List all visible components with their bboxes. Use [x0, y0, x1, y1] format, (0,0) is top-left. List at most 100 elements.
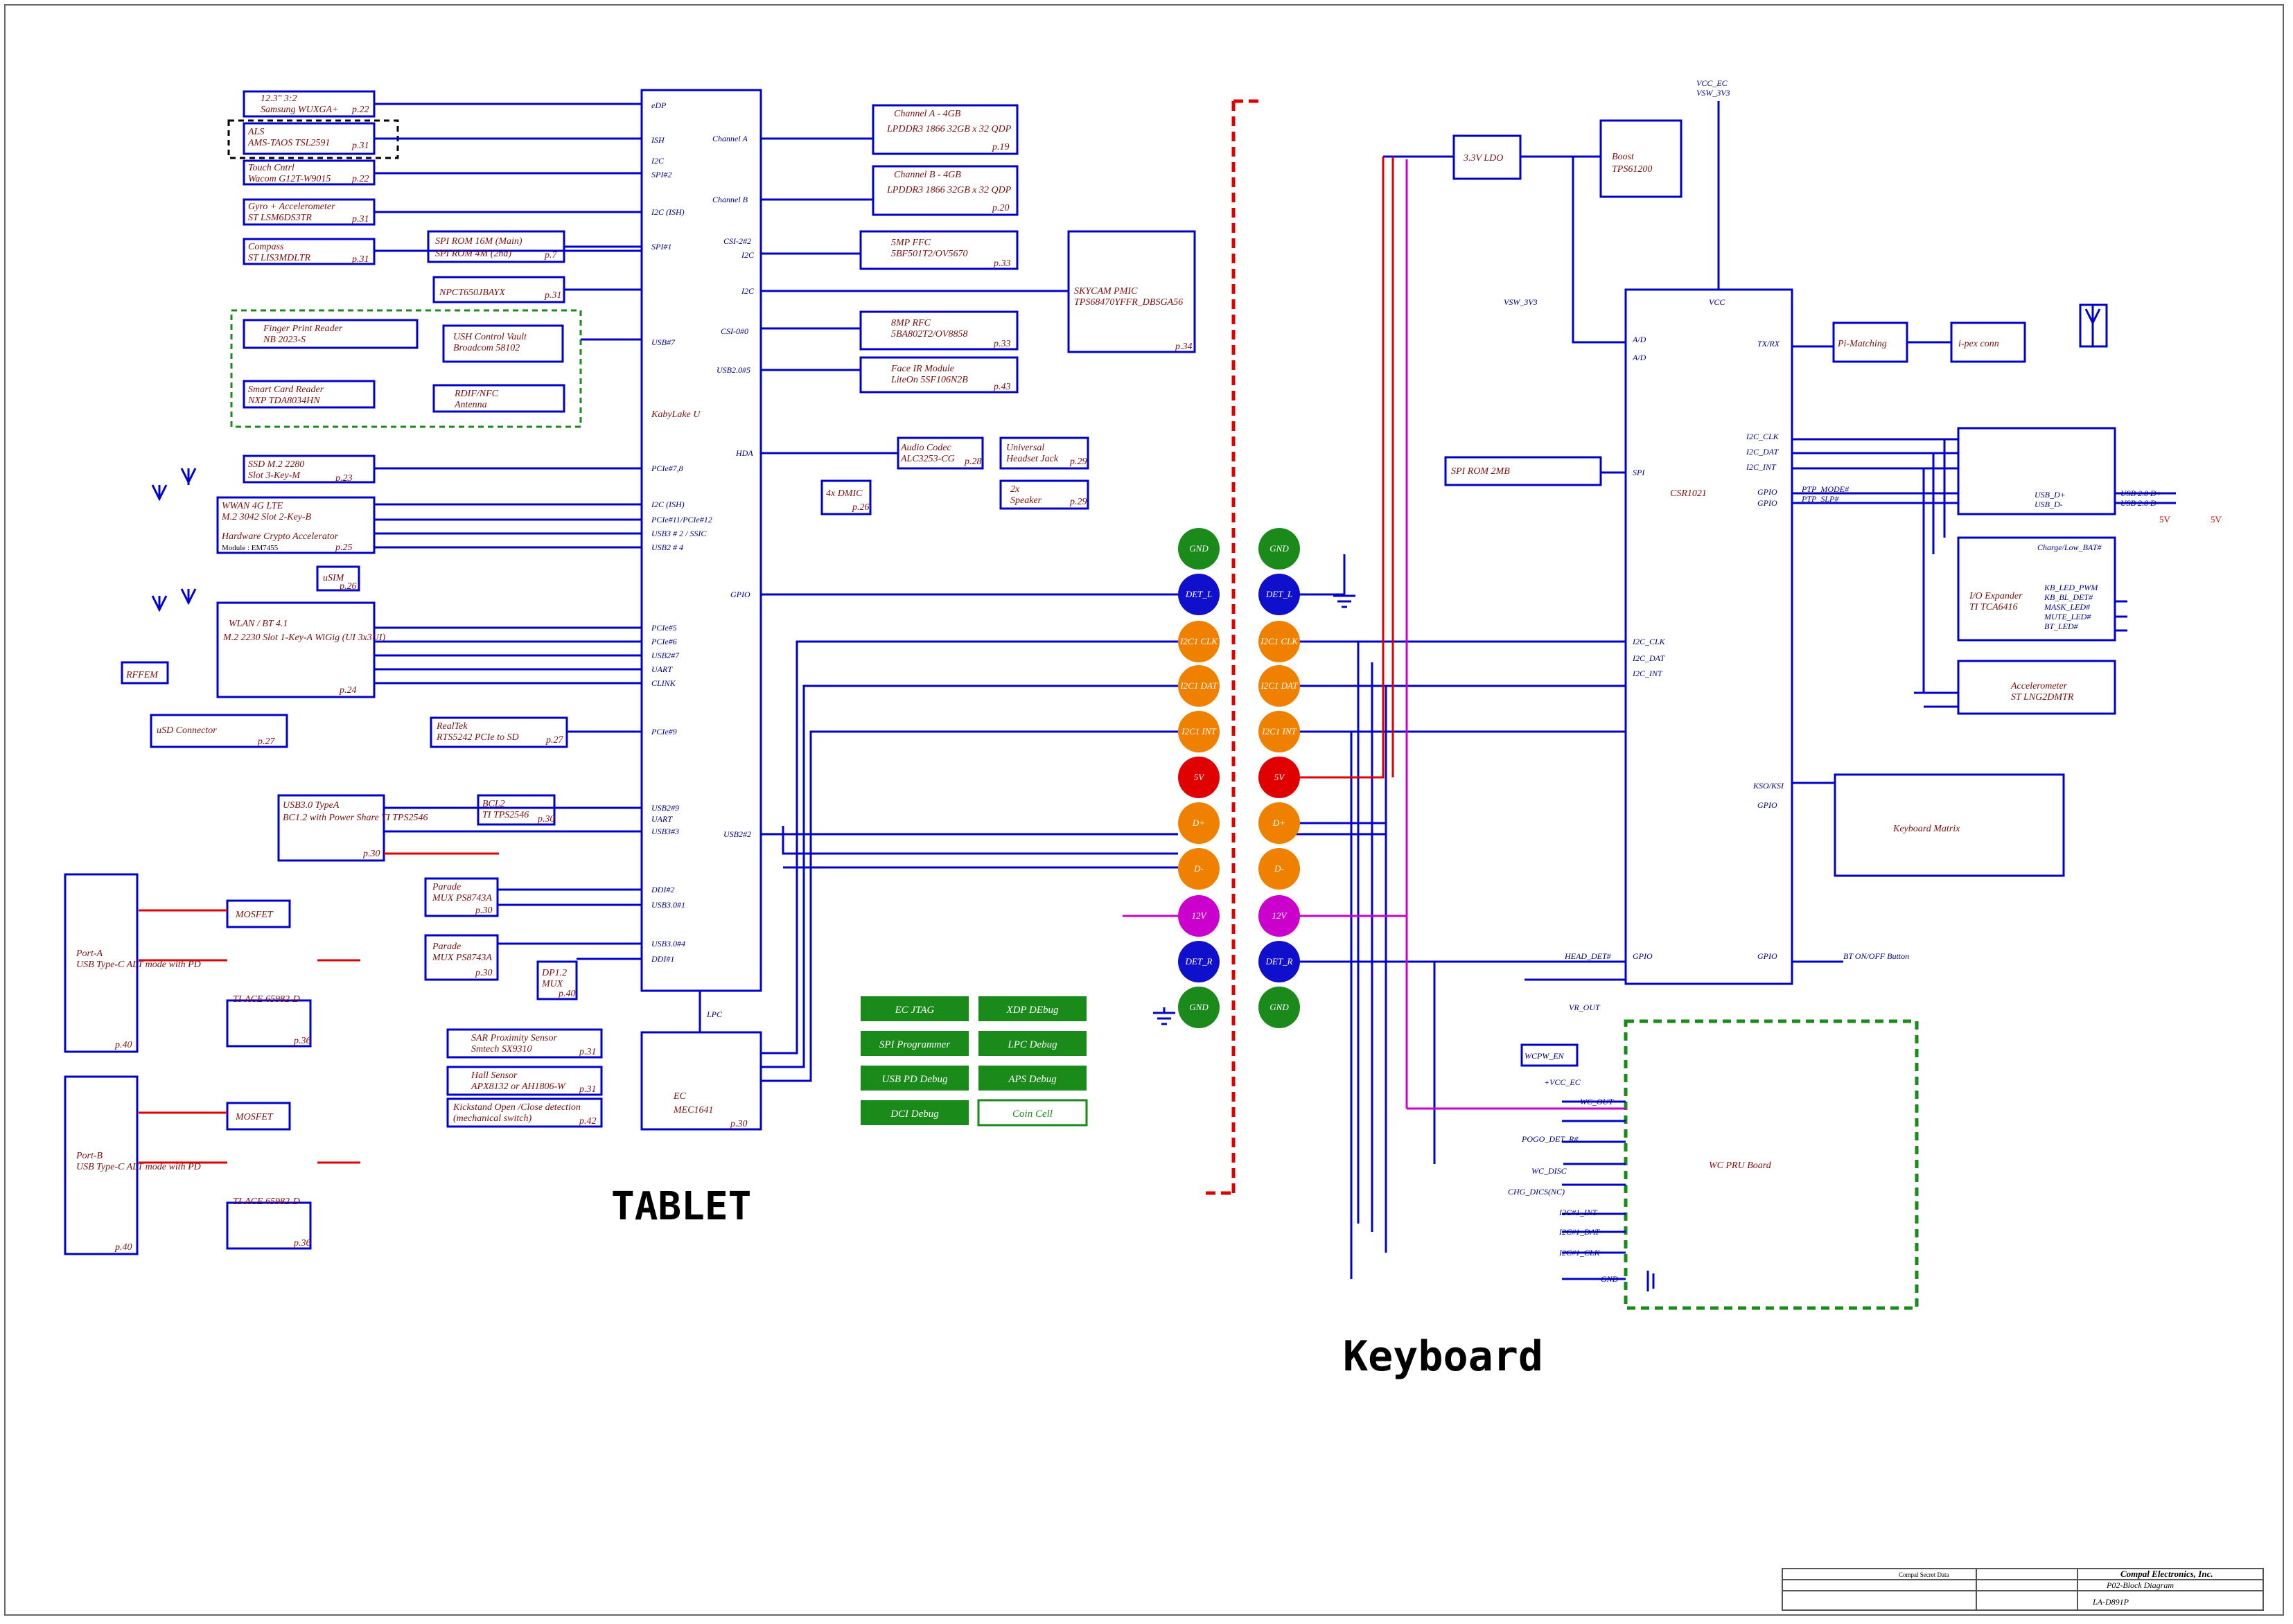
pin-l-3: I2C1 DAT	[1179, 680, 1218, 691]
lb-19-sub: BC1.2 with Power Share TI TPS2546	[283, 813, 428, 823]
rb-3-page: p.34	[1175, 342, 1193, 352]
lb-22-sub: MUX PS8743A	[432, 953, 492, 963]
lb-1-sub: AMS-TAOS TSL2591	[247, 138, 330, 148]
soc-pin-2: I2C	[651, 156, 665, 166]
csr-l-5: I2C_INT	[1632, 669, 1663, 678]
lb-0-title: 12.3" 3:2	[261, 94, 297, 104]
pin-l-10: GND	[1189, 1002, 1209, 1012]
rb-2-sub: 5BF501T2/OV5670	[891, 249, 967, 259]
soc-pin-3: SPI#2	[651, 170, 671, 179]
soc-pin-31: USB2.0#5	[717, 365, 750, 375]
wc-pin-6: CHG_DICS(NC)	[1508, 1187, 1565, 1197]
kb-5-sub: TI TCA6416	[1969, 602, 2018, 612]
pin-l-1: DET_L	[1185, 589, 1212, 599]
soc-pin-28: I2C	[741, 250, 755, 260]
debug-2: SPI Programmer	[879, 1039, 951, 1050]
lb-15-sub: M.2 2230 Slot 1-Key-A WiGig (UI 3x3UI)	[222, 633, 386, 643]
soc-pin-11: USB2 # 4	[651, 542, 683, 552]
rb-7-sub: Headset Jack	[1005, 454, 1059, 464]
ec-sub: MEC1641	[673, 1105, 714, 1115]
soc-pin-23: USB3.0#4	[651, 939, 685, 948]
soc-pin-18: USB2#9	[651, 803, 679, 813]
kb-misc-11: MASK_LED#	[2044, 602, 2091, 612]
lb-30-sub: (mechanical switch)	[453, 1113, 531, 1124]
lb-12-sub: M.2 3042 Slot 2-Key-B	[221, 512, 312, 522]
kb-0: 3.3V LDO	[1463, 153, 1503, 164]
wc-pin-0: VR_OUT	[1569, 1003, 1601, 1012]
pin-r-5: 5V	[1274, 772, 1286, 782]
pin-l-8: 12V	[1192, 910, 1208, 921]
lb-28-page: p.31	[579, 1047, 597, 1057]
csr-r-3: I2C_INT	[1746, 462, 1777, 472]
lb-18-title: RealTek	[436, 721, 468, 732]
lb-8-sub: Broadcom 58102	[453, 343, 520, 353]
lb-25-sub: USB Type-C ALT mode with PD	[76, 1162, 201, 1172]
wc-pin-2: +VCC_EC	[1544, 1077, 1581, 1087]
soc-pin-30: CSI-0#0	[721, 326, 748, 336]
lb-4-page: p.31	[351, 254, 369, 265]
kb-misc-17: 5V	[2211, 514, 2222, 524]
csr-l-2: SPI	[1633, 468, 1645, 477]
lb-21-sub: MUX PS8743A	[432, 893, 492, 903]
wc-pin-9: I2C#1_CLK	[1558, 1248, 1601, 1257]
lb-18-sub: RTS5242 PCIe to SD	[436, 732, 519, 743]
kb-1-title: Boost	[1612, 152, 1635, 162]
lb-26-title: MOSFET	[235, 910, 274, 920]
soc-pin-24: DDI#1	[651, 954, 674, 964]
soc-pin-21: DDI#2	[651, 885, 674, 894]
debug-7: Coin Cell	[1012, 1109, 1053, 1120]
lb-1-page: p.31	[351, 141, 369, 151]
kb-misc-1: VSW_3V3	[1696, 88, 1730, 98]
kb-misc-7: USB 2.0 D-	[2120, 498, 2159, 508]
tb-confidential: Compal Secret Data	[1899, 1571, 1949, 1578]
lb-4-title: Compass	[248, 242, 284, 252]
wc-pin-4: POGO_DET_R#	[1521, 1134, 1579, 1144]
wc-pin-10: GND	[1601, 1274, 1619, 1284]
debug-3: LPC Debug	[1007, 1039, 1057, 1050]
lb-5-title: SPI ROM 16M (Main)	[435, 236, 522, 247]
csr-l-4: I2C_DAT	[1632, 653, 1666, 663]
rb-8-page: p.29	[1069, 497, 1087, 507]
lb-9-title: Smart Card Reader	[248, 385, 324, 395]
lb-27-title-b: TI-ACE 65982-D	[233, 1197, 300, 1207]
pin-l-0: GND	[1189, 543, 1209, 554]
wc-pin-3: WC_OUT	[1580, 1097, 1614, 1106]
rb-7-page: p.29	[1069, 457, 1087, 467]
soc-pin-33: GPIO	[730, 590, 750, 599]
lb-27-title: TI-ACE 65982-D	[233, 994, 300, 1005]
debug-4: USB PD Debug	[882, 1074, 948, 1085]
lb-15-title: WLAN / BT 4.1	[229, 619, 288, 629]
soc-pin-27: CSI-2#2	[723, 236, 751, 246]
pin-r-9: DET_R	[1265, 956, 1293, 967]
rb-1-sub: LPDDR3 1866 32GB x 32 QDP	[886, 185, 1012, 195]
lb-3-title: Gyro + Accelerometer	[248, 202, 335, 212]
kb-misc-5: PTP_SLP#	[1801, 494, 1839, 504]
kb-misc-3: VCC	[1709, 297, 1725, 307]
rb-6-sub: ALC3253-CG	[900, 454, 955, 464]
kb-misc-16: 5V	[2159, 514, 2171, 524]
lb-20-title: BCL2	[482, 799, 505, 809]
soc-label: KabyLake U	[651, 409, 701, 420]
lb-29-title: Hall Sensor	[471, 1070, 518, 1081]
lb-13-sub: Module : EM7455	[222, 544, 279, 552]
lb-30-title: Kickstand Open /Close detection	[453, 1102, 581, 1113]
rb-2-page: p.33	[993, 258, 1011, 269]
rb-3-title: SKYCAM PMIC	[1074, 286, 1138, 297]
soc-pin-19: UART	[651, 814, 673, 824]
lb-20-page: p.30	[537, 814, 555, 824]
kb-misc-14: BT ON/OFF Button	[1843, 951, 1909, 961]
rb-5-sub: LiteOn 5SF106N2B	[890, 375, 968, 385]
lb-13-page: p.25	[335, 542, 353, 553]
title-block	[1782, 1568, 2264, 1611]
lb-30-page: p.42	[579, 1116, 597, 1127]
kb-misc-19: USB_D-	[2035, 500, 2063, 509]
lb-13-title: Hardware Crypto Accelerator	[221, 531, 339, 542]
csr-box	[1624, 288, 1793, 985]
pin-l-7: D-	[1193, 863, 1204, 874]
ec-page: p.30	[730, 1119, 748, 1129]
lb-17-page: p.27	[257, 736, 276, 747]
soc-box	[640, 89, 762, 992]
lb-14-page: p.26	[339, 581, 357, 592]
connector-pins	[1178, 528, 1300, 1028]
soc-pin-1: ISH	[651, 135, 665, 145]
